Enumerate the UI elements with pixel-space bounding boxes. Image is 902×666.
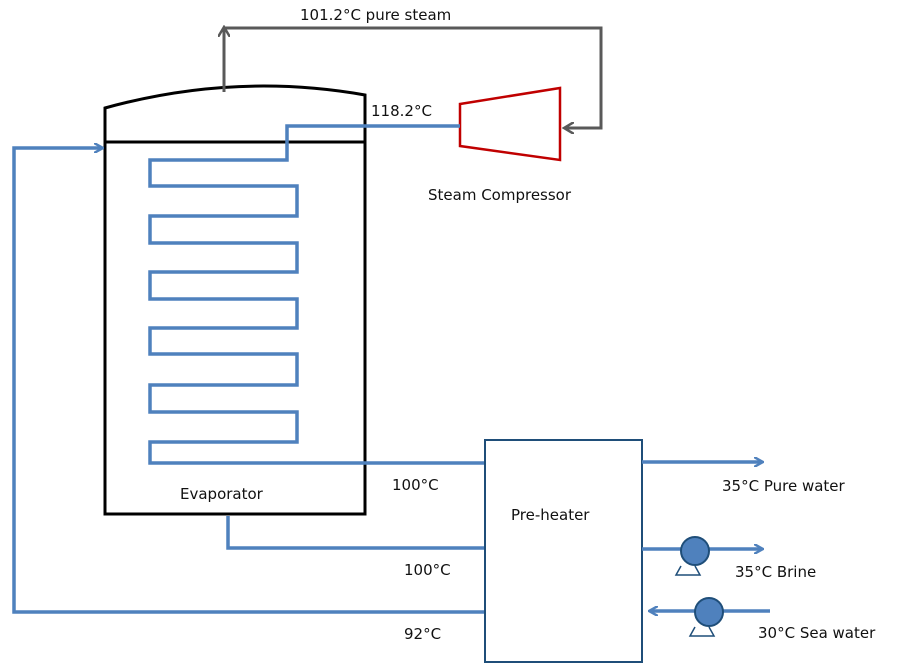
evaporator-vessel (103, 84, 367, 516)
label-feed-temp: 92°C (404, 625, 441, 643)
label-preheater: Pre-heater (511, 506, 590, 524)
label-pure-water: 35°C Pure water (722, 477, 846, 495)
steam-return-arrow (224, 26, 603, 128)
label-top-steam: 101.2°C pure steam (300, 6, 451, 24)
brine-pipe (226, 516, 485, 550)
steam-recirculation-line (224, 26, 603, 128)
heating-coil-pipe (148, 124, 485, 465)
label-compressor-out-temp: 118.2°C (371, 102, 432, 120)
label-evaporator: Evaporator (180, 485, 264, 503)
evaporator-body (103, 140, 367, 516)
label-brine-out: 35°C Brine (735, 563, 816, 581)
brine-pump-icon (674, 536, 710, 576)
preheater-box (484, 439, 643, 663)
label-condensate-temp: 100°C (392, 476, 439, 494)
label-sea-water: 30°C Sea water (758, 624, 876, 642)
feed-return-pipe (12, 148, 485, 614)
sea-water-pump-icon (688, 597, 724, 637)
steam-compressor (458, 86, 562, 162)
label-steam-compressor: Steam Compressor (428, 186, 572, 204)
evaporator-dome (103, 84, 367, 142)
label-brine-temp: 100°C (404, 561, 451, 579)
